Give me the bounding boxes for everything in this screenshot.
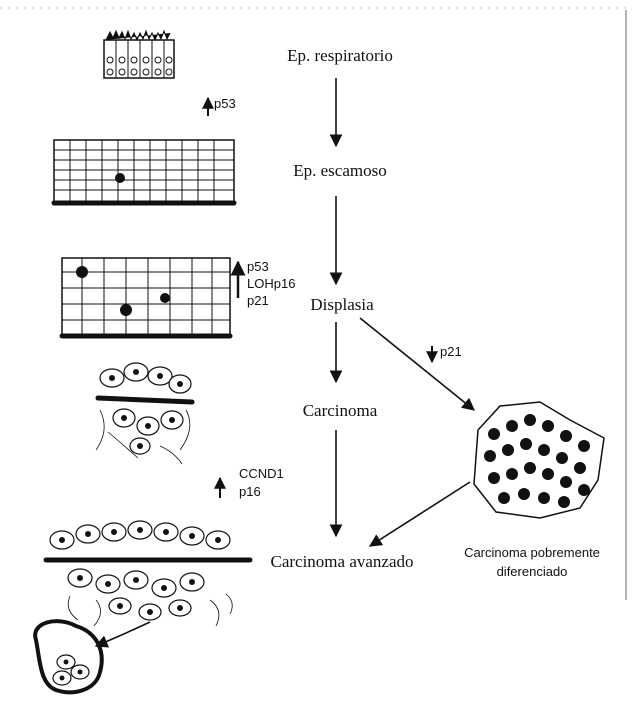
stage-label-carcinoma: Carcinoma xyxy=(303,401,378,420)
side-label-line1: Carcinoma pobremente xyxy=(464,545,600,560)
marker-label-p53: p53 xyxy=(214,96,236,111)
marker-dysplasia-group: p53 LOHp16 p21 xyxy=(238,259,295,308)
marker-label-lohp16: LOHp16 xyxy=(247,276,295,291)
stage-label-respiratory: Ep. respiratorio xyxy=(287,46,393,65)
advanced-carcinoma-illustration xyxy=(46,521,250,626)
marker-label-p16: p16 xyxy=(239,484,261,499)
marker-carcinoma-group: CCND1 p16 xyxy=(220,466,284,499)
stage-label-dysplasia: Displasia xyxy=(310,295,374,314)
poorly-differentiated-carcinoma-illustration xyxy=(474,402,604,518)
marker-p53-upper: p53 xyxy=(208,96,236,116)
marker-label-p53-dysplasia: p53 xyxy=(247,259,269,274)
marker-label-ccnd1: CCND1 xyxy=(239,466,284,481)
dysplasia-illustration xyxy=(62,258,230,336)
respiratory-epithelium-illustration xyxy=(104,31,174,78)
stage-label-squamous: Ep. escamoso xyxy=(293,161,386,180)
arrow-poorly-differentiated-to-advanced xyxy=(370,482,470,546)
marker-label-p21-branch: p21 xyxy=(440,344,462,359)
squamous-epithelium-illustration xyxy=(54,140,234,203)
stage-label-advanced-carcinoma: Carcinoma avanzado xyxy=(270,552,413,571)
carcinoma-illustration xyxy=(96,363,192,464)
arrow-dysplasia-to-poorly-differentiated xyxy=(360,318,474,410)
metastasis-vessel-illustration xyxy=(35,621,150,692)
marker-label-p21: p21 xyxy=(247,293,269,308)
marker-p21-branch: p21 xyxy=(432,344,462,362)
side-label-line2: diferenciado xyxy=(497,564,568,579)
